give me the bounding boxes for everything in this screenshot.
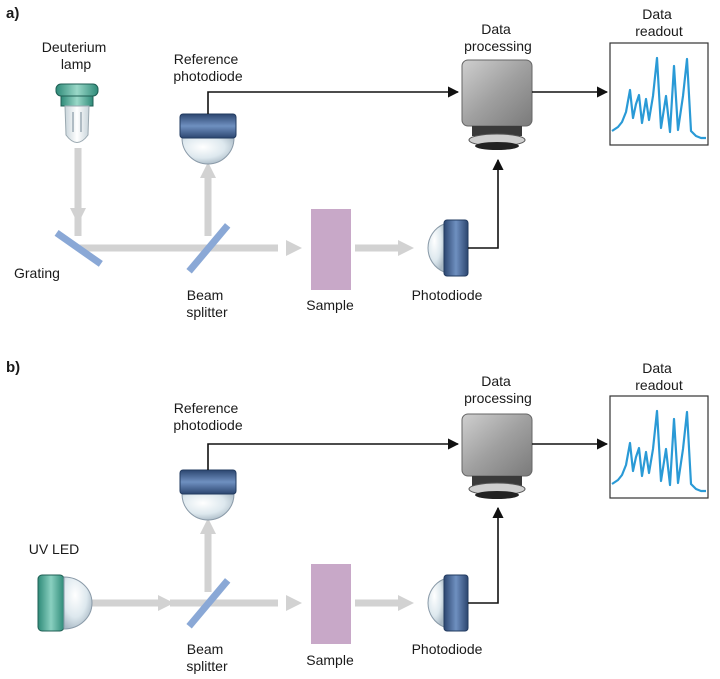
deuterium-lamp-label: Deuterium lamp [42, 39, 110, 72]
data-readout-label-b: Data readout [635, 360, 683, 393]
beam-splitter-label-b: Beam splitter [186, 641, 228, 674]
data-readout-label: Data readout [635, 6, 683, 39]
data-processing-label: Data processing [464, 21, 532, 54]
panel-a: a) Deuterium lamp Grating [6, 5, 709, 320]
beam-arrowheads [70, 162, 414, 256]
signal-wires [207, 86, 609, 249]
grating [54, 230, 103, 267]
reference-photodiode [179, 113, 237, 165]
data-readout-plot [609, 42, 709, 146]
reference-photodiode-b [179, 469, 237, 521]
panel-b: b) UV LED Beam splitter [6, 359, 709, 674]
deuterium-lamp [55, 83, 99, 143]
beam-splitter-b [186, 578, 231, 629]
photodiode-label-b: Photodiode [412, 641, 483, 657]
beam-paths-b [90, 534, 398, 607]
grating-label: Grating [14, 265, 60, 281]
photodiode-label: Photodiode [412, 287, 483, 303]
beam-splitter-label: Beam splitter [186, 287, 228, 320]
beam-splitter [186, 223, 231, 274]
data-processing-unit [461, 59, 533, 150]
reference-photodiode-label-b: Reference photodiode [173, 400, 243, 433]
photodiode [427, 219, 469, 277]
sample-cuvette [311, 209, 351, 290]
uv-led [37, 574, 93, 632]
uv-led-label: UV LED [29, 541, 80, 557]
data-readout-plot-b [609, 395, 709, 499]
reference-photodiode-label: Reference photodiode [173, 51, 243, 84]
sample-label-b: Sample [306, 652, 354, 668]
data-processing-unit-b [461, 413, 533, 499]
panel-a-label: a) [6, 5, 19, 22]
beam-arrowheads-b [158, 518, 414, 611]
signal-wires-b [207, 438, 609, 604]
sample-cuvette-b [311, 564, 351, 644]
photodiode-b [427, 574, 469, 632]
sample-label: Sample [306, 297, 354, 313]
panel-b-label: b) [6, 359, 20, 376]
data-processing-label-b: Data processing [464, 373, 532, 406]
